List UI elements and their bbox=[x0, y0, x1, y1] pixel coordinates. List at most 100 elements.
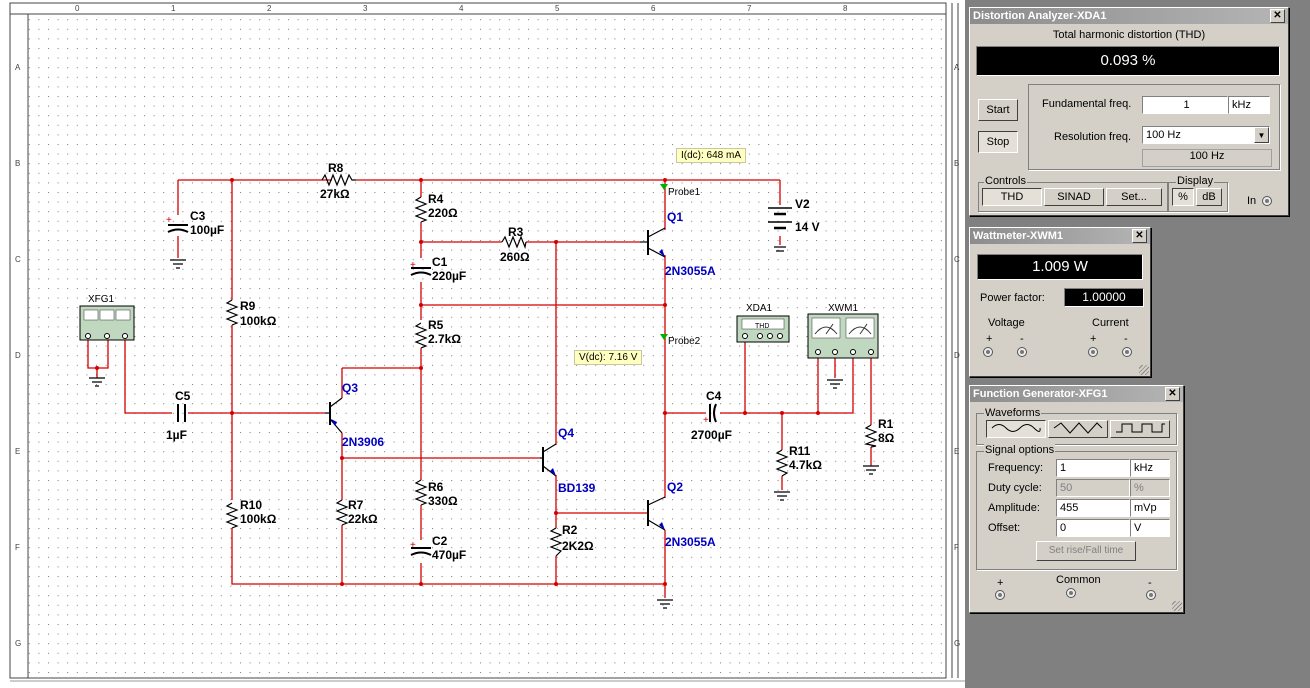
wattmeter-title-bar[interactable]: Wattmeter-XWM1 ✕ bbox=[970, 228, 1150, 244]
close-icon[interactable]: ✕ bbox=[1165, 387, 1180, 401]
negative-label: - bbox=[1148, 577, 1152, 589]
fundamental-freq-input[interactable]: 1 bbox=[1142, 96, 1228, 114]
waveforms-label: Waveforms bbox=[984, 407, 1042, 419]
ruler-col-label: 1 bbox=[171, 4, 176, 13]
label-Q3: Q3 bbox=[342, 381, 358, 395]
power-factor-display: 1.00000 bbox=[1064, 288, 1144, 307]
ruler-col-label: 6 bbox=[651, 4, 656, 13]
offset-unit[interactable]: V bbox=[1130, 519, 1170, 537]
frequency-unit[interactable]: kHz bbox=[1130, 459, 1170, 477]
db-button[interactable]: dB bbox=[1196, 188, 1222, 206]
label-C5: C5 bbox=[175, 389, 191, 403]
resolution-freq-value: 100 Hz bbox=[1146, 129, 1181, 141]
fundamental-freq-unit[interactable]: kHz bbox=[1228, 96, 1270, 114]
voltage-minus-label: - bbox=[1020, 333, 1024, 345]
label-R6: R6 bbox=[428, 480, 444, 494]
resolution-freq-select[interactable]: 100 Hz ▼ bbox=[1142, 126, 1270, 144]
value-V2: 14 V bbox=[795, 220, 820, 234]
current-minus-terminal-icon[interactable] bbox=[1122, 347, 1132, 357]
offset-input[interactable]: 0 bbox=[1056, 519, 1130, 537]
close-icon[interactable]: ✕ bbox=[1270, 9, 1285, 23]
ruler-col-label: 5 bbox=[555, 4, 560, 13]
in-label: In bbox=[1247, 195, 1257, 207]
ruler-row-label: G bbox=[954, 639, 960, 648]
square-wave-button[interactable] bbox=[1110, 420, 1170, 438]
resolution-freq-label: Resolution freq. bbox=[1054, 131, 1132, 143]
frequency-label: Frequency: bbox=[988, 462, 1044, 474]
ruler-col-label: 8 bbox=[843, 4, 848, 13]
amplitude-input[interactable]: 455 bbox=[1056, 499, 1130, 517]
distortion-analyzer-window: Distortion Analyzer-XDA1 ✕ Total harmoni… bbox=[969, 7, 1289, 216]
thd-heading: Total harmonic distortion (THD) bbox=[1052, 29, 1206, 41]
distortion-title-bar[interactable]: Distortion Analyzer-XDA1 ✕ bbox=[970, 8, 1288, 24]
svg-text:+: + bbox=[166, 215, 172, 226]
positive-terminal-icon[interactable] bbox=[995, 590, 1005, 600]
ruler-row-label: D bbox=[15, 351, 21, 360]
set-rise-fall-time-button[interactable]: Set rise/Fall time bbox=[1036, 541, 1136, 561]
stop-button[interactable]: Stop bbox=[978, 131, 1018, 153]
ruler-row-label: B bbox=[954, 159, 959, 168]
label-Q4: Q4 bbox=[558, 426, 574, 440]
triangle-wave-button[interactable] bbox=[1048, 420, 1108, 438]
sine-wave-button[interactable] bbox=[986, 420, 1046, 438]
function-generator-title: Function Generator-XFG1 bbox=[973, 388, 1108, 400]
function-generator-window: Function Generator-XFG1 ✕ Waveforms Sign… bbox=[969, 385, 1184, 613]
percent-button[interactable]: % bbox=[1172, 188, 1194, 206]
ruler-col-label: 2 bbox=[267, 4, 272, 13]
voltage-minus-terminal-icon[interactable] bbox=[1017, 347, 1027, 357]
common-terminal-icon[interactable] bbox=[1066, 588, 1076, 598]
duty-cycle-unit[interactable]: % bbox=[1130, 479, 1170, 497]
resize-grip-icon[interactable] bbox=[1139, 365, 1149, 375]
ruler-row-label: A bbox=[954, 63, 960, 72]
ruler-col-label: 3 bbox=[363, 4, 368, 13]
start-button[interactable]: Start bbox=[978, 99, 1018, 121]
amplitude-label: Amplitude: bbox=[988, 502, 1040, 514]
thd-display: 0.093 % bbox=[976, 46, 1280, 76]
label-C2: C2 bbox=[432, 534, 448, 548]
ruler-row-label: E bbox=[15, 447, 20, 456]
controls-group bbox=[978, 182, 1168, 212]
symbols bbox=[89, 173, 879, 609]
label-Q2: Q2 bbox=[667, 480, 683, 494]
ruler-row-label: F bbox=[15, 543, 20, 552]
close-icon[interactable]: ✕ bbox=[1132, 229, 1147, 243]
signal-options-label: Signal options bbox=[984, 444, 1056, 456]
label-R3: R3 bbox=[508, 225, 524, 239]
value-Q2: 2N3055A bbox=[665, 535, 716, 549]
label-R4: R4 bbox=[428, 192, 444, 206]
value-R3: 260Ω bbox=[500, 250, 530, 264]
thd-button[interactable]: THD bbox=[982, 188, 1042, 206]
current-minus-label: - bbox=[1124, 333, 1128, 345]
set-button[interactable]: Set... bbox=[1106, 188, 1162, 206]
value-R5: 2.7kΩ bbox=[428, 332, 461, 346]
offset-label: Offset: bbox=[988, 522, 1021, 534]
label-R8: R8 bbox=[328, 161, 344, 175]
label-C3: C3 bbox=[190, 209, 206, 223]
power-display: 1.009 W bbox=[977, 254, 1143, 280]
frequency-input[interactable]: 1 bbox=[1056, 459, 1130, 477]
resolution-freq-readout: 100 Hz bbox=[1142, 149, 1272, 167]
voltage-plus-terminal-icon[interactable] bbox=[983, 347, 993, 357]
voltage-label: Voltage bbox=[988, 317, 1025, 329]
common-label: Common bbox=[1056, 574, 1101, 586]
value-C2: 470µF bbox=[432, 548, 466, 562]
sinad-button[interactable]: SINAD bbox=[1044, 188, 1104, 206]
signal-options-group bbox=[976, 451, 1177, 570]
function-generator-title-bar[interactable]: Function Generator-XFG1 ✕ bbox=[970, 386, 1183, 402]
duty-cycle-input[interactable]: 50 bbox=[1056, 479, 1130, 497]
amplitude-unit[interactable]: mVp bbox=[1130, 499, 1170, 517]
in-terminal-icon[interactable] bbox=[1262, 196, 1272, 206]
chevron-down-icon[interactable]: ▼ bbox=[1254, 127, 1269, 143]
label-XWM1: XWM1 bbox=[828, 303, 858, 314]
probe2-reading: V(dc): 7.16 V bbox=[574, 350, 643, 365]
xda1-thd-text: THD bbox=[755, 323, 769, 330]
ruler-col-label: 0 bbox=[75, 4, 80, 13]
ruler-col-label: 7 bbox=[747, 4, 752, 13]
label-Q1: Q1 bbox=[667, 210, 683, 224]
label-R9: R9 bbox=[240, 299, 256, 313]
resize-grip-icon[interactable] bbox=[1172, 601, 1182, 611]
current-plus-terminal-icon[interactable] bbox=[1088, 347, 1098, 357]
xda1-symbol bbox=[736, 315, 790, 343]
negative-terminal-icon[interactable] bbox=[1146, 590, 1156, 600]
